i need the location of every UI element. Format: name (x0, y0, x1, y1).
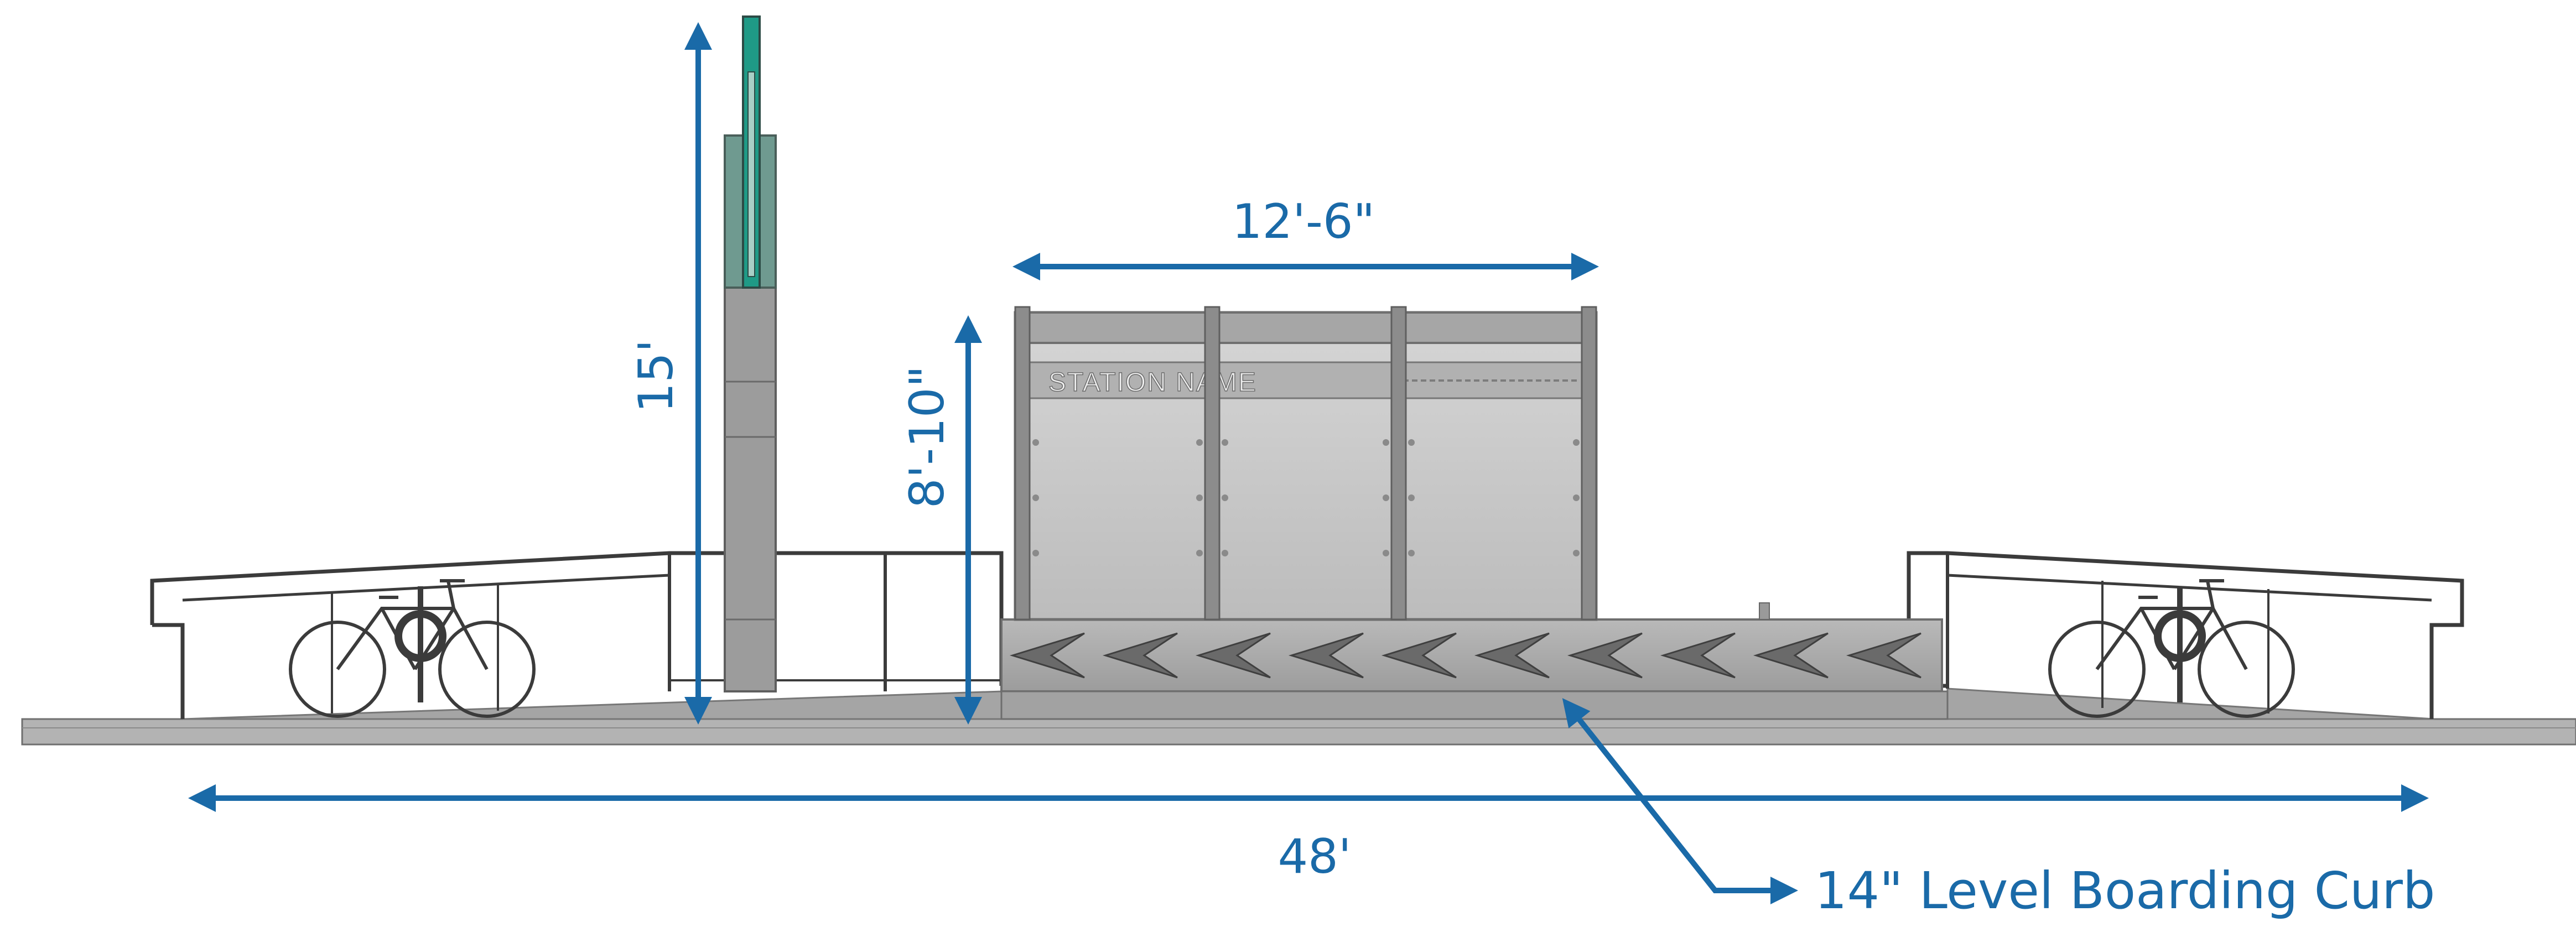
chevron-left-icon (1102, 632, 1178, 679)
right-ramp (1907, 551, 2464, 720)
chevron-left-icon (1753, 632, 1829, 679)
station-pylon (724, 15, 777, 692)
chevron-left-icon (1381, 632, 1457, 679)
curb-callout-label: 14" Level Boarding Curb (1815, 861, 2435, 920)
chevron-left-icon (1288, 632, 1364, 679)
chevron-left-icon (1846, 632, 1921, 679)
boarding-platform (1000, 602, 1949, 720)
shelter: STATION NAME (1014, 306, 1598, 621)
chevron-left-icon (1660, 632, 1736, 679)
chevron-left-icon (1567, 632, 1643, 679)
height-dimension: 15' (629, 22, 712, 725)
curb-callout: 14" Level Boarding Curb (1562, 698, 2435, 920)
left-ramp (150, 551, 1004, 720)
bicycle-icon (2048, 579, 2295, 718)
height-dimension-label: 15' (629, 339, 684, 413)
station-name-sign: STATION NAME (1048, 368, 1257, 397)
shelter-width-label: 12'-6" (1232, 194, 1375, 249)
shelter-height-dimension: 8'-10" (900, 315, 982, 725)
ground-line (21, 718, 2576, 746)
chevron-left-icon (1195, 632, 1271, 679)
chevron-pattern (1009, 632, 1921, 679)
platform-length-dimension: 48' (188, 784, 2429, 884)
shelter-height-label: 8'-10" (900, 366, 955, 508)
shelter-width-dimension: 12'-6" (1012, 194, 1599, 280)
bicycle-icon (289, 579, 536, 718)
chevron-left-icon (1474, 632, 1550, 679)
chevron-left-icon (1009, 632, 1085, 679)
platform-length-label: 48' (1277, 829, 1351, 884)
